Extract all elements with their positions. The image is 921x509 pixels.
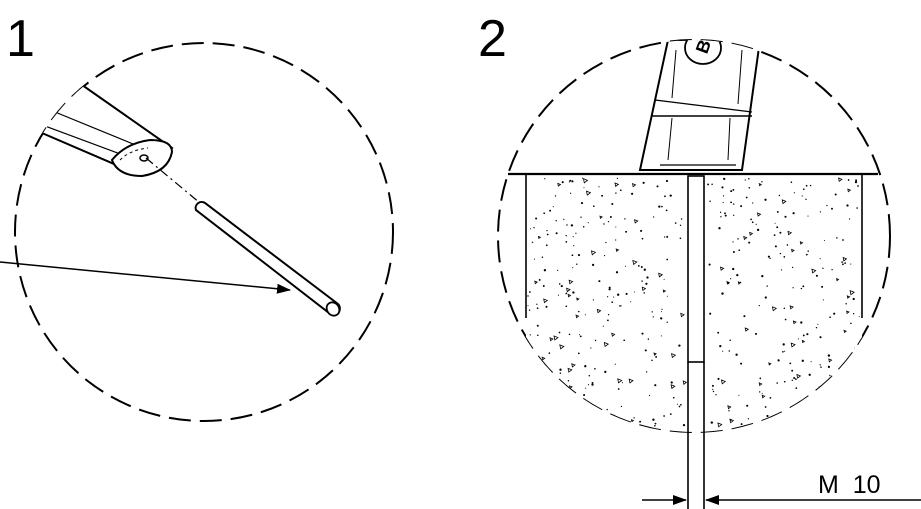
- tool-marking-label: B: [692, 37, 715, 56]
- bolt-shaft: [687, 362, 705, 509]
- detail-circle-1: [14, 42, 394, 422]
- panel-2: 2 B: [478, 10, 921, 509]
- step-number-1: 1: [6, 10, 35, 68]
- leader-arrow: [0, 261, 291, 294]
- center-axis-line: [145, 157, 207, 209]
- dowel-pin: [194, 200, 341, 317]
- drill-chuck: [638, 40, 762, 171]
- thread-size-label: M 10: [818, 471, 881, 499]
- drill-bit: [33, 78, 174, 178]
- detail-circle-2: [497, 39, 891, 433]
- panel-1: 1: [0, 10, 394, 422]
- drilled-hole: [687, 175, 705, 363]
- step-number-2: 2: [478, 10, 507, 68]
- concrete-outline: [508, 172, 878, 318]
